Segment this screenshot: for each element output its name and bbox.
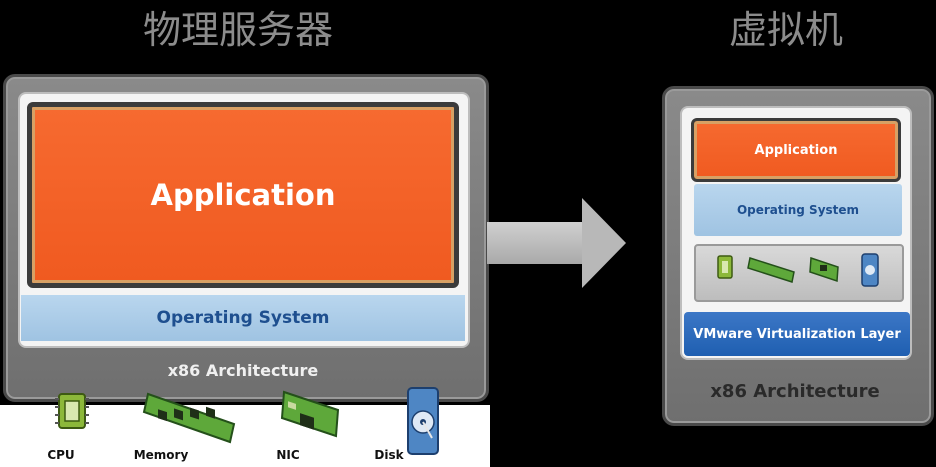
physical-os-layer: Operating System (21, 295, 465, 341)
vm-disk-icon (861, 253, 879, 287)
disk-icon (407, 387, 439, 455)
transform-arrow-icon (582, 198, 626, 288)
nic-icon (280, 390, 340, 438)
vm-os-layer: Operating System (694, 184, 902, 236)
vm-application-layer: Application (691, 118, 901, 182)
physical-architecture-label: x86 Architecture (167, 360, 319, 380)
vm-cpu-icon (717, 255, 733, 279)
vm-virtualization-label: VMware Virtualization Layer (693, 326, 901, 342)
virtual-machine-title: 虚拟机 (728, 8, 843, 52)
transform-arrow-body (487, 222, 585, 264)
disk-label: Disk (374, 448, 404, 462)
vm-memory-icon (747, 257, 795, 283)
physical-server-title: 物理服务器 (142, 8, 333, 52)
vm-nic-icon (809, 256, 839, 283)
vm-virtualization-layer: VMware Virtualization Layer (684, 312, 910, 356)
nic-label: NIC (276, 448, 300, 462)
memory-label: Memory (133, 448, 189, 462)
physical-os-label: Operating System (156, 308, 330, 328)
memory-icon (142, 392, 236, 444)
vm-os-label: Operating System (736, 203, 860, 217)
physical-application-label: Application (150, 178, 336, 212)
physical-application-layer: Application (27, 102, 459, 288)
cpu-icon (55, 393, 89, 429)
vm-application-label: Application (754, 142, 838, 158)
vm-architecture-label: x86 Architecture (710, 380, 880, 402)
cpu-label: CPU (47, 448, 75, 462)
